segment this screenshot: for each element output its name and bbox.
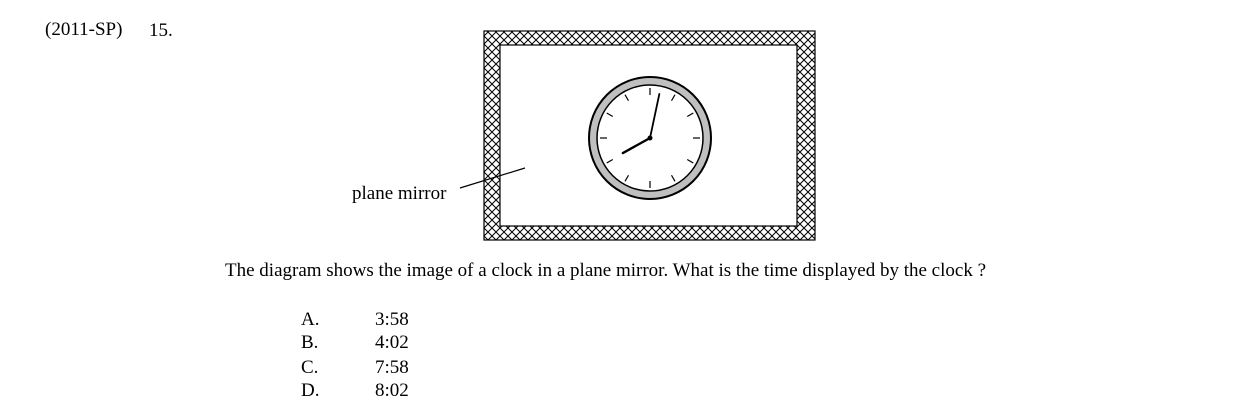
option-a-letter: A. — [301, 309, 320, 330]
mirror-label: plane mirror — [352, 183, 447, 204]
clock-tick — [624, 174, 630, 182]
option-d-value[interactable]: 8:02 — [375, 380, 409, 401]
mirror-label-pointer — [459, 167, 526, 189]
minute-hand — [649, 93, 661, 139]
clock-tick — [624, 94, 630, 102]
clock-center — [647, 135, 653, 141]
option-b-letter: B. — [301, 332, 319, 353]
hour-hand — [621, 136, 652, 155]
option-b-value[interactable]: 4:02 — [375, 332, 409, 353]
plane-mirror — [483, 30, 816, 241]
clock-tick — [686, 112, 694, 118]
clock-image — [588, 76, 712, 200]
clock-tick — [670, 94, 676, 102]
clock-ticks — [600, 88, 700, 188]
option-a-value[interactable]: 3:58 — [375, 309, 409, 330]
question-text: The diagram shows the image of a clock i… — [225, 260, 987, 281]
question-number: 15. — [149, 20, 173, 41]
option-c-letter: C. — [301, 357, 319, 378]
option-d-letter: D. — [301, 380, 320, 401]
clock-tick — [686, 158, 694, 164]
clock-tick — [670, 174, 676, 182]
clock-tick — [606, 112, 614, 118]
option-c-value[interactable]: 7:58 — [375, 357, 409, 378]
question-source: (2011-SP) — [45, 19, 123, 40]
clock-tick — [606, 158, 614, 164]
